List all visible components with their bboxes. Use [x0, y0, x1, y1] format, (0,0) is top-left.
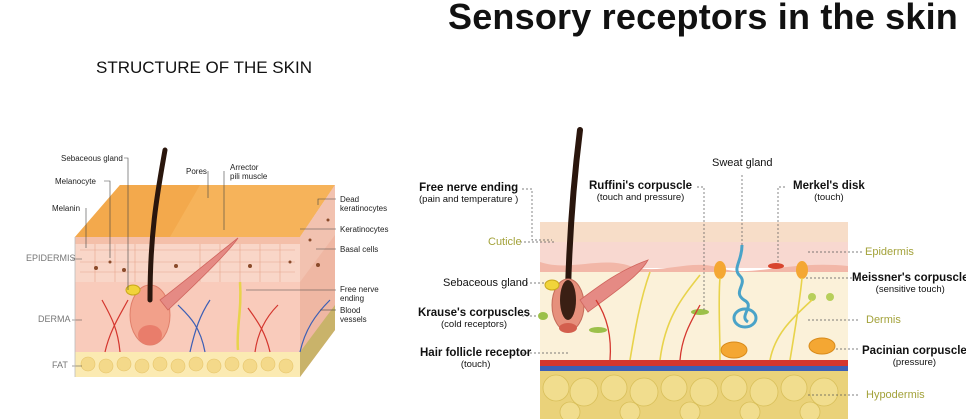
receptor-ruffini: Ruffini's corpuscle (touch and pressure): [589, 180, 692, 204]
label-melanin: Melanin: [52, 204, 81, 213]
sweat-gland-name: Sweat gland: [712, 157, 773, 169]
layer-dermis-right: Dermis: [866, 314, 901, 326]
label-nerve-ending: ending: [340, 294, 365, 303]
receptor-krause: Krause's corpuscles (cold receptors): [418, 307, 530, 331]
receptor-free-nerve-ending: Free nerve ending (pain and temperature …: [419, 182, 518, 206]
cuticle-label: Cuticle: [488, 236, 522, 248]
ruffini-desc: (touch and pressure): [596, 192, 685, 203]
label-dead: Dead: [340, 195, 360, 204]
sweat-gland-label: Sweat gland: [712, 157, 773, 169]
label-free-nerve: Free nerve: [340, 285, 379, 294]
pacinian-desc: (pressure): [892, 357, 937, 368]
free-nerve-ending-name: Free nerve ending: [419, 182, 519, 194]
layer-epidermis: EPIDERMIS: [26, 253, 76, 263]
label-sebaceous-gland: Sebaceous gland: [61, 154, 123, 163]
layer-derma: DERMA: [38, 314, 71, 324]
merkel-name: Merkel's disk: [793, 180, 865, 192]
epidermis-right-label: Epidermis: [865, 246, 914, 258]
sebaceous-label: Sebaceous gland: [443, 277, 529, 289]
label-melanocyte: Melanocyte: [55, 177, 96, 186]
ruffini-name: Ruffini's corpuscle: [589, 180, 693, 192]
label-pores: Pores: [186, 167, 207, 176]
label-basal-cells: Basal cells: [340, 245, 379, 254]
pacinian-name: Pacinian corpuscle: [862, 345, 966, 357]
dermis-right-label: Dermis: [866, 314, 901, 326]
label-blood: Blood: [340, 306, 361, 315]
hair-follicle-desc: (touch): [460, 359, 491, 370]
label-keratinocytes: Keratinocytes: [340, 225, 389, 234]
layer-fat: FAT: [52, 360, 68, 370]
hypodermis-right-label: Hypodermis: [866, 389, 925, 401]
free-nerve-ending-desc: (pain and temperature ): [419, 194, 519, 205]
receptor-hair-follicle: Hair follicle receptor (touch): [420, 347, 531, 371]
layer-epidermis-right: Epidermis: [865, 246, 914, 258]
label-arrector: Arrector: [230, 163, 259, 172]
meissner-desc: (sensitive touch): [875, 284, 945, 295]
hair-follicle-name: Hair follicle receptor: [420, 347, 532, 359]
layer-hypodermis-right: Hypodermis: [866, 389, 925, 401]
krause-desc: (cold receptors): [441, 319, 508, 330]
krause-name: Krause's corpuscles: [418, 307, 531, 319]
receptor-merkel: Merkel's disk (touch): [793, 180, 865, 204]
meissner-name: Meissner's corpuscle: [852, 272, 966, 284]
receptor-meissner: Meissner's corpuscle (sensitive touch): [852, 272, 966, 296]
left-diagram-title: STRUCTURE OF THE SKIN: [96, 58, 312, 77]
label-dead-keratinocytes: keratinocytes: [340, 204, 388, 213]
label-blood-vessels: vessels: [340, 315, 367, 324]
page-title: Sensory receptors in the skin: [448, 0, 958, 37]
merkel-desc: (touch): [814, 192, 844, 203]
label-pili-muscle: pili muscle: [230, 172, 268, 181]
receptor-pacinian: Pacinian corpuscle (pressure): [862, 345, 966, 369]
